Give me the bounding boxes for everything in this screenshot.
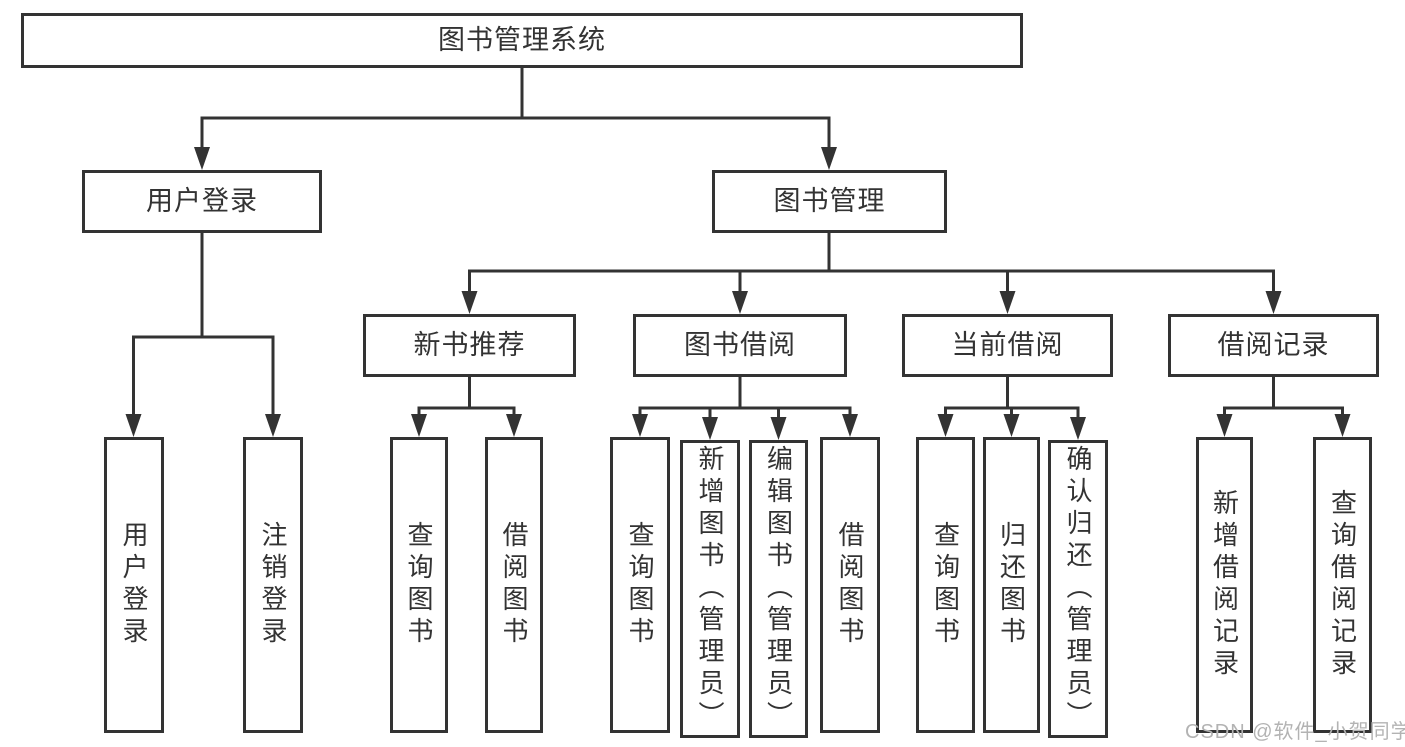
node-label: 用户登录 [146,186,258,216]
node-book-borrow: 图书借阅 [633,314,847,377]
edge-lines [1223,375,1344,418]
leaf-current-return-books: 归还图书 [983,437,1040,733]
node-label: 用户登录 [119,521,149,649]
node-label: 图书管理 [773,186,886,216]
node-root: 图书管理系统 [21,13,1023,68]
watermark: CSDN @软件_小贺同学 [1185,721,1405,743]
leaf-recommend-query-books: 查询图书 [390,437,448,733]
node-label: 借阅图书 [835,521,865,649]
node-borrow-records: 借阅记录 [1168,314,1379,377]
node-label: 新增借阅记录 [1209,489,1240,681]
edge-lines [468,231,1275,295]
node-label: 图书管理系统 [438,25,606,55]
edges-current-borrow-to-leaves [937,375,1086,440]
leaf-current-confirm-return-admin: 确认归还（管理员） [1048,440,1108,738]
edges-borrow-records-to-leaves [1216,375,1351,437]
edges-root-to-level2 [194,66,837,170]
arrowheads [937,414,1086,440]
leaf-records-query-borrow-record: 查询借阅记录 [1313,437,1372,733]
node-label: 借阅记录 [1217,330,1330,360]
node-book-management: 图书管理 [712,170,947,233]
leaf-borrow-add-books-admin: 新增图书（管理员） [680,440,740,738]
node-label: 查询图书 [404,521,434,649]
arrowheads [194,147,837,170]
node-label: 查询借阅记录 [1327,489,1358,681]
leaf-logout: 注销登录 [243,437,303,733]
arrowheads [1216,414,1351,437]
node-label: 归还图书 [996,521,1027,649]
edge-lines [944,375,1080,421]
leaf-user-login: 用户登录 [104,437,164,733]
leaf-borrow-borrow-books: 借阅图书 [820,437,880,733]
edges-book-borrow-to-leaves [632,375,858,440]
node-user-login: 用户登录 [82,170,322,233]
node-label: 编辑图书（管理员） [763,445,794,733]
edge-lines [638,375,852,421]
edge-lines [200,66,831,152]
leaf-recommend-borrow-books: 借阅图书 [485,437,543,733]
arrowheads [461,291,1282,314]
edge-lines [132,231,275,418]
node-label: 查询图书 [625,521,655,649]
edges-user-login-to-leaves [125,231,281,437]
leaf-borrow-query-books: 查询图书 [610,437,670,733]
leaf-records-add-borrow-record: 新增借阅记录 [1196,437,1253,733]
node-label: 当前借阅 [951,330,1064,360]
node-label: 注销登录 [258,521,288,649]
leaf-current-query-books: 查询图书 [916,437,975,733]
node-label: 确认归还（管理员） [1063,445,1093,733]
node-label: 图书借阅 [684,330,796,360]
arrowheads [411,414,522,437]
node-label: 借阅图书 [499,521,529,649]
node-label: 新书推荐 [413,330,526,360]
arrowheads [125,414,281,437]
edge-lines [417,375,516,418]
leaf-borrow-edit-books-admin: 编辑图书（管理员） [749,440,808,738]
node-new-book-recommend: 新书推荐 [363,314,576,377]
edges-book-mgmt-to-level3 [461,231,1282,314]
node-current-borrow: 当前借阅 [902,314,1113,377]
node-label: 查询图书 [930,521,961,649]
node-label: 新增图书（管理员） [695,445,725,733]
edges-new-book-to-leaves [411,375,522,437]
